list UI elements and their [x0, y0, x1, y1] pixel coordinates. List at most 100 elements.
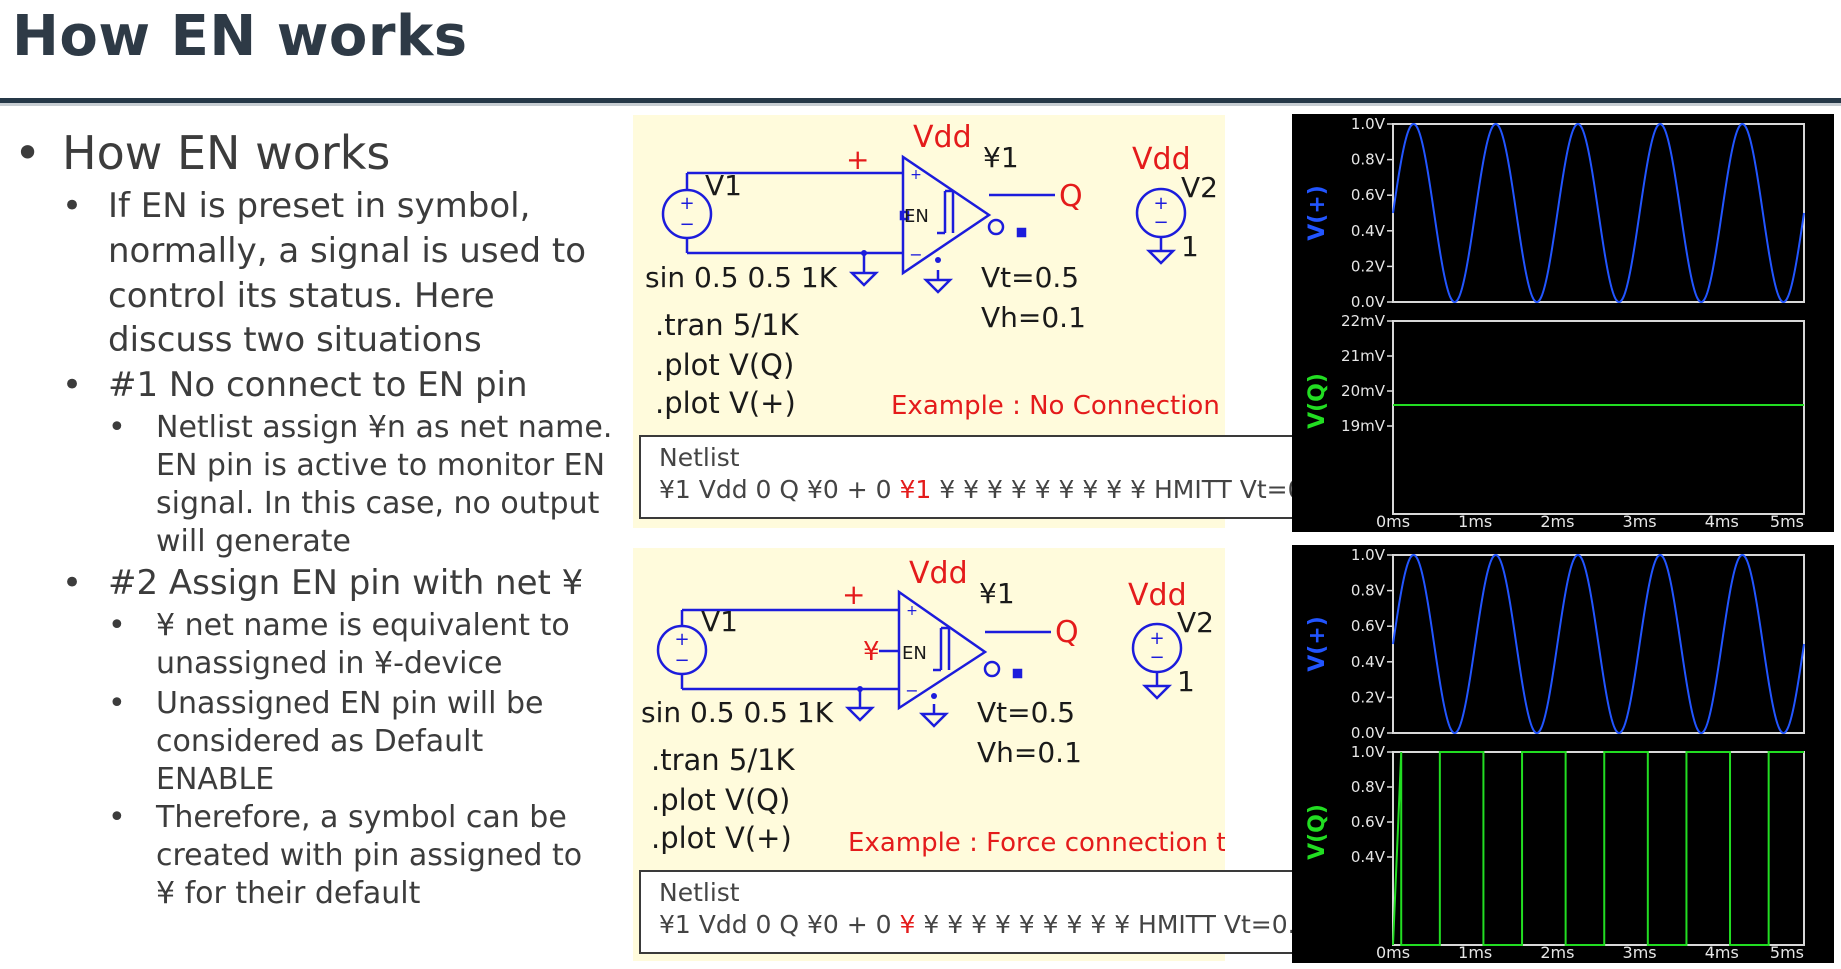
opamp-triangle [901, 154, 992, 276]
svg-text:.plot V(Q): .plot V(Q) [651, 783, 790, 817]
svg-text:sin 0.5 0.5 1K: sin 0.5 0.5 1K [641, 696, 834, 729]
svg-text:−: − [1153, 212, 1168, 233]
bullet-dot: • [62, 365, 83, 405]
plot2-top-tick-label: 0.4V [1351, 653, 1386, 671]
ground-symbol [848, 271, 880, 287]
plot1-top-tick-label: 0.2V [1351, 257, 1386, 275]
plot1-bottom-tick-label: 20mV [1341, 382, 1386, 400]
plot2-top-ylabel: V(+) [1305, 616, 1330, 672]
bullet-text: Unassigned EN pin will be [156, 686, 544, 721]
svg-text:sin 0.5 0.5 1K: sin 0.5 0.5 1K [645, 261, 838, 294]
svg-text:+: + [846, 143, 869, 176]
plot1-bottom-pane [1392, 320, 1805, 515]
plot2-x-tick-label: 1ms [1458, 943, 1492, 962]
plot2-x-tick-label: 2ms [1540, 943, 1574, 962]
plot1-top-ylabel: V(+) [1305, 185, 1330, 241]
plot1-x-tick-label: 2ms [1540, 512, 1574, 531]
bullet-text: signal. In this case, no output [156, 486, 600, 521]
page-title: How EN works [12, 4, 468, 69]
svg-text:Vt=0.5: Vt=0.5 [981, 261, 1079, 294]
plot2-vplus-trace [1392, 553, 1805, 735]
svg-text:+: + [1149, 628, 1164, 649]
bullet-dot: • [62, 186, 83, 226]
plot1-top-tick-label: 0.4V [1351, 222, 1386, 240]
plot1-x-tick-label: 5ms [1770, 512, 1804, 531]
plot1-x-tick-label: 3ms [1623, 512, 1657, 531]
bullet-text: ¥ for their default [156, 876, 421, 911]
svg-text:Vdd: Vdd [1132, 142, 1191, 177]
bullet-dot: • [108, 800, 126, 835]
plot2-bottom-tick-label: 0.4V [1351, 848, 1386, 866]
svg-text:Vh=0.1: Vh=0.1 [977, 736, 1082, 769]
svg-text:Q: Q [1055, 615, 1079, 650]
bullet-text: normally, a signal is used to [108, 231, 587, 271]
bullet-text: ¥ net name is equivalent to [156, 608, 570, 643]
schematic2-diagram: + − + − + − EN ¥ + Vdd ¥1 V1 Q sin 0.5 0… [641, 556, 1225, 858]
svg-text:1: 1 [1177, 665, 1195, 698]
schematic2-example-label: Example : Force connection to ¥ [848, 828, 1225, 858]
plot2-top-tick-label: 0.2V [1351, 688, 1386, 706]
svg-text:Vh=0.1: Vh=0.1 [981, 301, 1086, 334]
svg-text:V2: V2 [1181, 171, 1218, 204]
plot1-top-tick-label: 0.6V [1351, 186, 1386, 204]
title-divider [0, 98, 1841, 103]
svg-text:.tran 5/1K: .tran 5/1K [655, 308, 800, 342]
svg-text:Vdd: Vdd [1128, 578, 1187, 613]
plot1-x-tick-label: 1ms [1458, 512, 1492, 531]
svg-text:¥1: ¥1 [983, 141, 1019, 174]
svg-text:1: 1 [1181, 230, 1199, 263]
schematic1-diagram: + − + − + − EN + Vdd ¥1 V1 Q sin 0.5 0.5… [645, 120, 1220, 421]
waveform-plot1: 1.0V0.8V0.6V0.4V0.2V0.0VV(+)22mV21mV20mV… [1292, 114, 1834, 532]
bullet-text: unassigned in ¥-device [156, 646, 503, 681]
netlist1-box: Netlist ¥1 Vdd 0 Q ¥0 + 0 ¥1 ¥ ¥ ¥ ¥ ¥ ¥… [639, 435, 1429, 519]
svg-text:Vdd: Vdd [909, 556, 968, 591]
schematic2-yen-label: ¥ [863, 637, 880, 667]
plot1-vplus-trace [1392, 122, 1805, 304]
svg-text:+: + [674, 629, 689, 650]
bullet-dot: • [108, 686, 126, 721]
plot1-bottom-tick-label: 19mV [1341, 417, 1386, 435]
plot1-top-tick-label: 1.0V [1351, 115, 1386, 133]
bullet-text: Netlist assign ¥n as net name. [156, 410, 613, 445]
svg-text:+: + [1153, 193, 1168, 214]
plot2-top-tick-label: 1.0V [1351, 546, 1386, 564]
svg-text:+: + [906, 603, 918, 619]
svg-text:−: − [909, 245, 922, 264]
plot2-bottom-tick-label: 1.0V [1351, 743, 1386, 761]
plot1-bottom-ylabel: V(Q) [1305, 373, 1330, 429]
svg-text:+: + [679, 193, 694, 214]
plot1-x-tick-label: 4ms [1705, 512, 1739, 531]
title-divider-shadow [0, 103, 1841, 106]
svg-text:¥1: ¥1 [979, 577, 1015, 610]
plot2-x-tick-label: 3ms [1623, 943, 1657, 962]
bullet-text: discuss two situations [108, 320, 482, 360]
plot2-bottom-tick-label: 0.8V [1351, 778, 1386, 796]
bullet-text: created with pin assigned to [156, 838, 583, 873]
bullet-text: considered as Default [156, 724, 484, 759]
plot2-bottom-tick-label: 0.6V [1351, 813, 1386, 831]
plot2-x-tick-label: 5ms [1770, 943, 1804, 962]
svg-text:Q: Q [1059, 179, 1083, 214]
svg-text:V2: V2 [1177, 606, 1214, 639]
plot1-top-tick-label: 0.0V [1351, 293, 1386, 311]
svg-text:.tran 5/1K: .tran 5/1K [651, 743, 796, 777]
plot1-x-tick-label: 0ms [1376, 512, 1410, 531]
svg-text:−: − [674, 650, 689, 671]
plot1-top-tick-label: 0.8V [1351, 151, 1386, 169]
waveform-plot2: 1.0V0.8V0.6V0.4V0.2V0.0VV(+)1.0V0.8V0.6V… [1292, 545, 1834, 963]
bullet-text: #2 Assign EN pin with net ¥ [108, 563, 584, 603]
bullet-dot: • [14, 126, 42, 180]
svg-text:Vdd: Vdd [913, 120, 972, 155]
bullet-dot: • [108, 410, 126, 445]
plot2-top-tick-label: 0.6V [1351, 617, 1386, 635]
plot2-x-tick-label: 0ms [1376, 943, 1410, 962]
plot2-top-tick-label: 0.8V [1351, 582, 1386, 600]
svg-text:.plot V(Q): .plot V(Q) [655, 348, 794, 382]
svg-text:+: + [842, 578, 865, 611]
svg-text:V1: V1 [701, 605, 738, 638]
bullet-dot: • [62, 563, 83, 603]
bullet-dot: • [108, 608, 126, 643]
plot2-x-tick-label: 4ms [1705, 943, 1739, 962]
svg-text:Vt=0.5: Vt=0.5 [977, 696, 1075, 729]
plot2-vq-trace [1392, 751, 1804, 946]
